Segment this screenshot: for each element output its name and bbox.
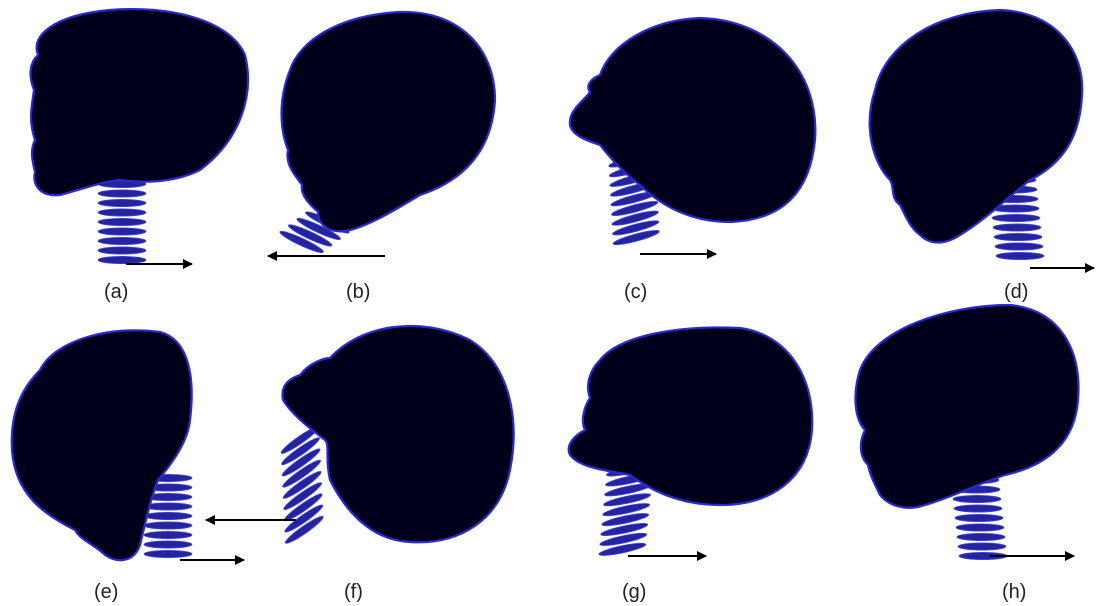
vertebra-disc	[98, 199, 146, 206]
panel-h: (h)	[855, 305, 1078, 603]
vertebra-disc	[144, 512, 192, 519]
vertebra-disc	[98, 228, 146, 235]
panel-label: (f)	[344, 581, 363, 603]
panel-f: (f)	[206, 326, 514, 603]
panel-label: (e)	[94, 581, 118, 603]
vertebra-disc	[996, 252, 1044, 259]
vertebra-disc	[953, 495, 1001, 502]
vertebra-disc	[994, 233, 1042, 240]
panel-c: (c)	[570, 18, 816, 303]
head-silhouette	[569, 327, 813, 505]
vertebra-disc	[98, 247, 146, 254]
panel-g: (g)	[569, 327, 813, 603]
vertebra-disc	[98, 209, 146, 216]
head-silhouette	[31, 9, 248, 195]
vertebra-disc	[995, 243, 1043, 250]
panel-label: (c)	[624, 281, 647, 303]
vertebra-disc	[98, 190, 146, 197]
head-silhouette	[855, 305, 1078, 508]
vertebra-disc	[98, 218, 146, 225]
panel-label: (g)	[622, 581, 646, 603]
vertebra-disc	[955, 514, 1003, 521]
panel-label: (b)	[346, 281, 370, 303]
panel-label: (a)	[104, 281, 128, 303]
vertebra-disc	[144, 550, 192, 557]
panel-label: (d)	[1004, 281, 1028, 303]
panel-a: (a)	[31, 9, 248, 303]
vertebra-disc	[992, 214, 1040, 221]
panel-b: (b)	[268, 12, 495, 303]
vertebra-disc	[954, 505, 1002, 512]
vertebra-disc	[993, 224, 1041, 231]
head-silhouette	[282, 12, 496, 231]
vertebra-disc	[957, 533, 1005, 540]
head-silhouette	[870, 10, 1083, 243]
vertebra-disc	[144, 531, 192, 538]
vertebra-disc	[956, 524, 1004, 531]
vertebra-disc	[98, 237, 146, 244]
vertebra-disc	[144, 522, 192, 529]
vertebra-disc	[144, 541, 192, 548]
panel-label: (h)	[1002, 581, 1026, 603]
panel-e: (e)	[12, 330, 244, 603]
head-silhouette	[570, 18, 816, 222]
vertebra-disc	[958, 543, 1006, 550]
panel-d: (d)	[870, 10, 1094, 303]
vertebra-disc	[98, 256, 146, 263]
neck-spring	[98, 180, 146, 263]
